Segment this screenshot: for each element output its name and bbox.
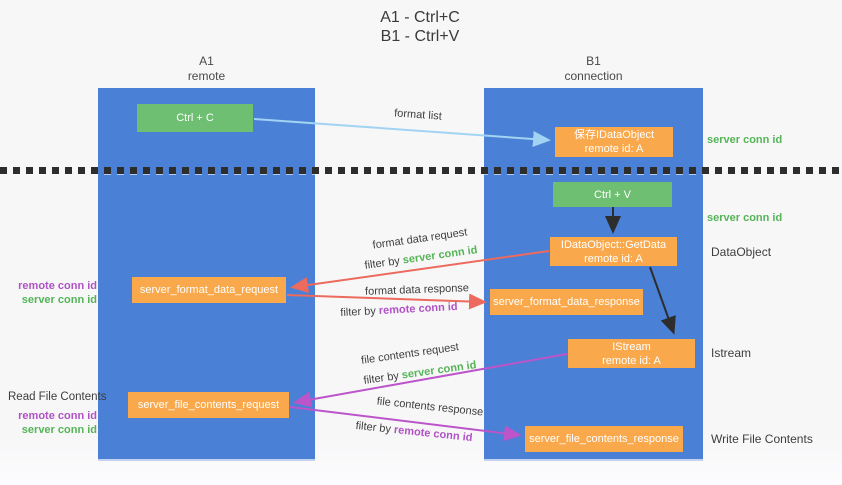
- session-separator-dashed-line: [0, 167, 842, 174]
- remote-conn-id-text: remote conn id: [378, 300, 458, 318]
- left-column-header: A1 remote: [98, 54, 315, 84]
- diagram-title: A1 - Ctrl+C B1 - Ctrl+V: [330, 8, 510, 46]
- box-server-file-contents-request: server_file_contents_request: [128, 392, 289, 418]
- label-write-file-contents: Write File Contents: [711, 432, 813, 446]
- label-filter-by-remote-conn-id-1: filter by remote conn id: [340, 301, 458, 319]
- box-ctrl-c: Ctrl + C: [137, 104, 253, 132]
- box-istream: IStream remote id: A: [568, 339, 695, 368]
- filter-by-text: filter by: [363, 255, 401, 272]
- box-ctrl-v-label: Ctrl + V: [594, 188, 631, 201]
- remote-conn-id-text: remote conn id: [393, 423, 473, 445]
- box-save-idataobject-line1: 保存IDataObject: [573, 129, 655, 141]
- left-column-role: remote: [187, 69, 226, 83]
- box-server-format-data-request-label: server_format_data_request: [139, 284, 279, 296]
- label-conn-ids-file: remote conn id server conn id: [6, 409, 97, 437]
- label-format-data-response: format data response: [364, 282, 470, 298]
- server-conn-id-text: server conn id: [21, 294, 97, 306]
- server-conn-id-text: server conn id: [21, 424, 97, 436]
- filter-by-text: filter by: [362, 370, 400, 387]
- box-server-file-contents-request-label: server_file_contents_request: [137, 399, 280, 411]
- server-conn-id-text: server conn id: [402, 244, 479, 267]
- remote-conn-id-text: remote conn id: [18, 410, 97, 422]
- label-dataobject: DataObject: [711, 245, 772, 259]
- label-read-file-contents: Read File Contents: [8, 391, 107, 403]
- title-line-2: B1 - Ctrl+V: [380, 28, 460, 45]
- box-save-idataobject: 保存IDataObject remote id: A: [555, 127, 673, 157]
- right-column-role: connection: [564, 69, 623, 83]
- label-server-conn-id-mid-right: server conn id: [707, 212, 783, 224]
- box-getdata-line2: remote id: A: [584, 252, 643, 265]
- label-format-list: format list: [393, 107, 443, 123]
- box-server-format-data-request: server_format_data_request: [132, 277, 286, 303]
- box-save-idataobject-line2: remote id: A: [584, 143, 644, 155]
- box-istream-line2: remote id: A: [602, 354, 661, 367]
- title-line-1: A1 - Ctrl+C: [380, 9, 460, 26]
- server-conn-id-text: server conn id: [401, 359, 478, 382]
- label-file-contents-response: file contents response: [376, 395, 484, 419]
- label-conn-ids-format: remote conn id server conn id: [6, 279, 97, 307]
- box-server-format-data-response: server_format_data_response: [490, 289, 643, 315]
- box-getdata-line1: IDataObject::GetData: [560, 238, 667, 251]
- box-idataobject-getdata: IDataObject::GetData remote id: A: [550, 237, 677, 266]
- remote-conn-id-text: remote conn id: [18, 280, 97, 292]
- box-istream-line1: IStream: [612, 340, 651, 353]
- filter-by-text: filter by: [340, 305, 377, 320]
- filter-by-text: filter by: [355, 419, 392, 436]
- box-server-format-data-response-label: server_format_data_response: [493, 296, 640, 308]
- left-column-name: A1: [199, 54, 214, 68]
- label-server-conn-id-top-right: server conn id: [707, 134, 783, 146]
- box-ctrl-c-label: Ctrl + C: [176, 112, 214, 124]
- label-istream: Istream: [711, 346, 752, 360]
- box-server-file-contents-response: server_file_contents_response: [525, 426, 683, 452]
- box-server-file-contents-response-label: server_file_contents_response: [529, 433, 679, 445]
- right-column-name: B1: [586, 54, 601, 68]
- label-filter-by-remote-conn-id-2: filter by remote conn id: [355, 420, 473, 444]
- right-column-header: B1 connection: [484, 54, 703, 84]
- box-ctrl-v: Ctrl + V: [553, 182, 672, 207]
